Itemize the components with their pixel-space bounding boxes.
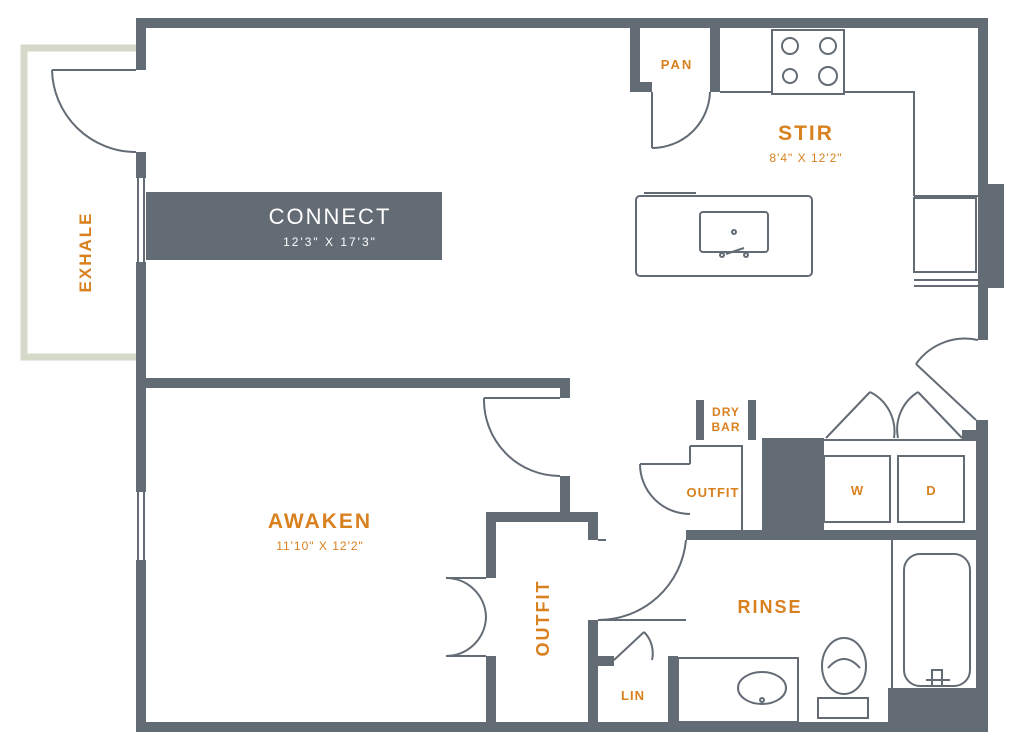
rinse-label: RINSE: [737, 597, 802, 617]
connect-label-banner: [146, 192, 442, 260]
stir-room-name: STIR: [778, 122, 834, 145]
laundry: [812, 439, 976, 523]
exterior-walls: [136, 18, 1004, 732]
stir-room-dims: 8'4" X 12'2": [769, 151, 842, 165]
dry-bar-label-line1: DRY: [712, 405, 740, 419]
sink-icon: [699, 211, 769, 258]
awaken-room-dims: 11'10" X 12'2": [276, 539, 364, 553]
awaken-room-name: AWAKEN: [268, 510, 372, 533]
dry-bar-label-line2: BAR: [712, 420, 741, 434]
door-swing-icon: [51, 69, 979, 661]
windows: [137, 178, 145, 560]
balcony-outline: [20, 44, 136, 361]
dryer-label: D: [926, 483, 935, 498]
interior-walls: [146, 28, 982, 722]
cooktop-icon: [771, 29, 845, 95]
outfit-hall-label: OUTFIT: [687, 485, 740, 500]
bath-sink-icon: [737, 671, 787, 705]
linen-label: LIN: [621, 688, 645, 703]
pan-label: PAN: [661, 57, 693, 72]
connect-room-name: CONNECT: [269, 204, 392, 229]
exhale-label: EXHALE: [76, 212, 95, 293]
bathtub-icon: [891, 540, 971, 720]
washer-label: W: [851, 483, 864, 498]
connect-room-dims: 12'3" X 17'3": [283, 235, 377, 249]
toilet-icon: [817, 637, 869, 719]
outfit-bedroom-label: OUTFIT: [533, 580, 553, 657]
